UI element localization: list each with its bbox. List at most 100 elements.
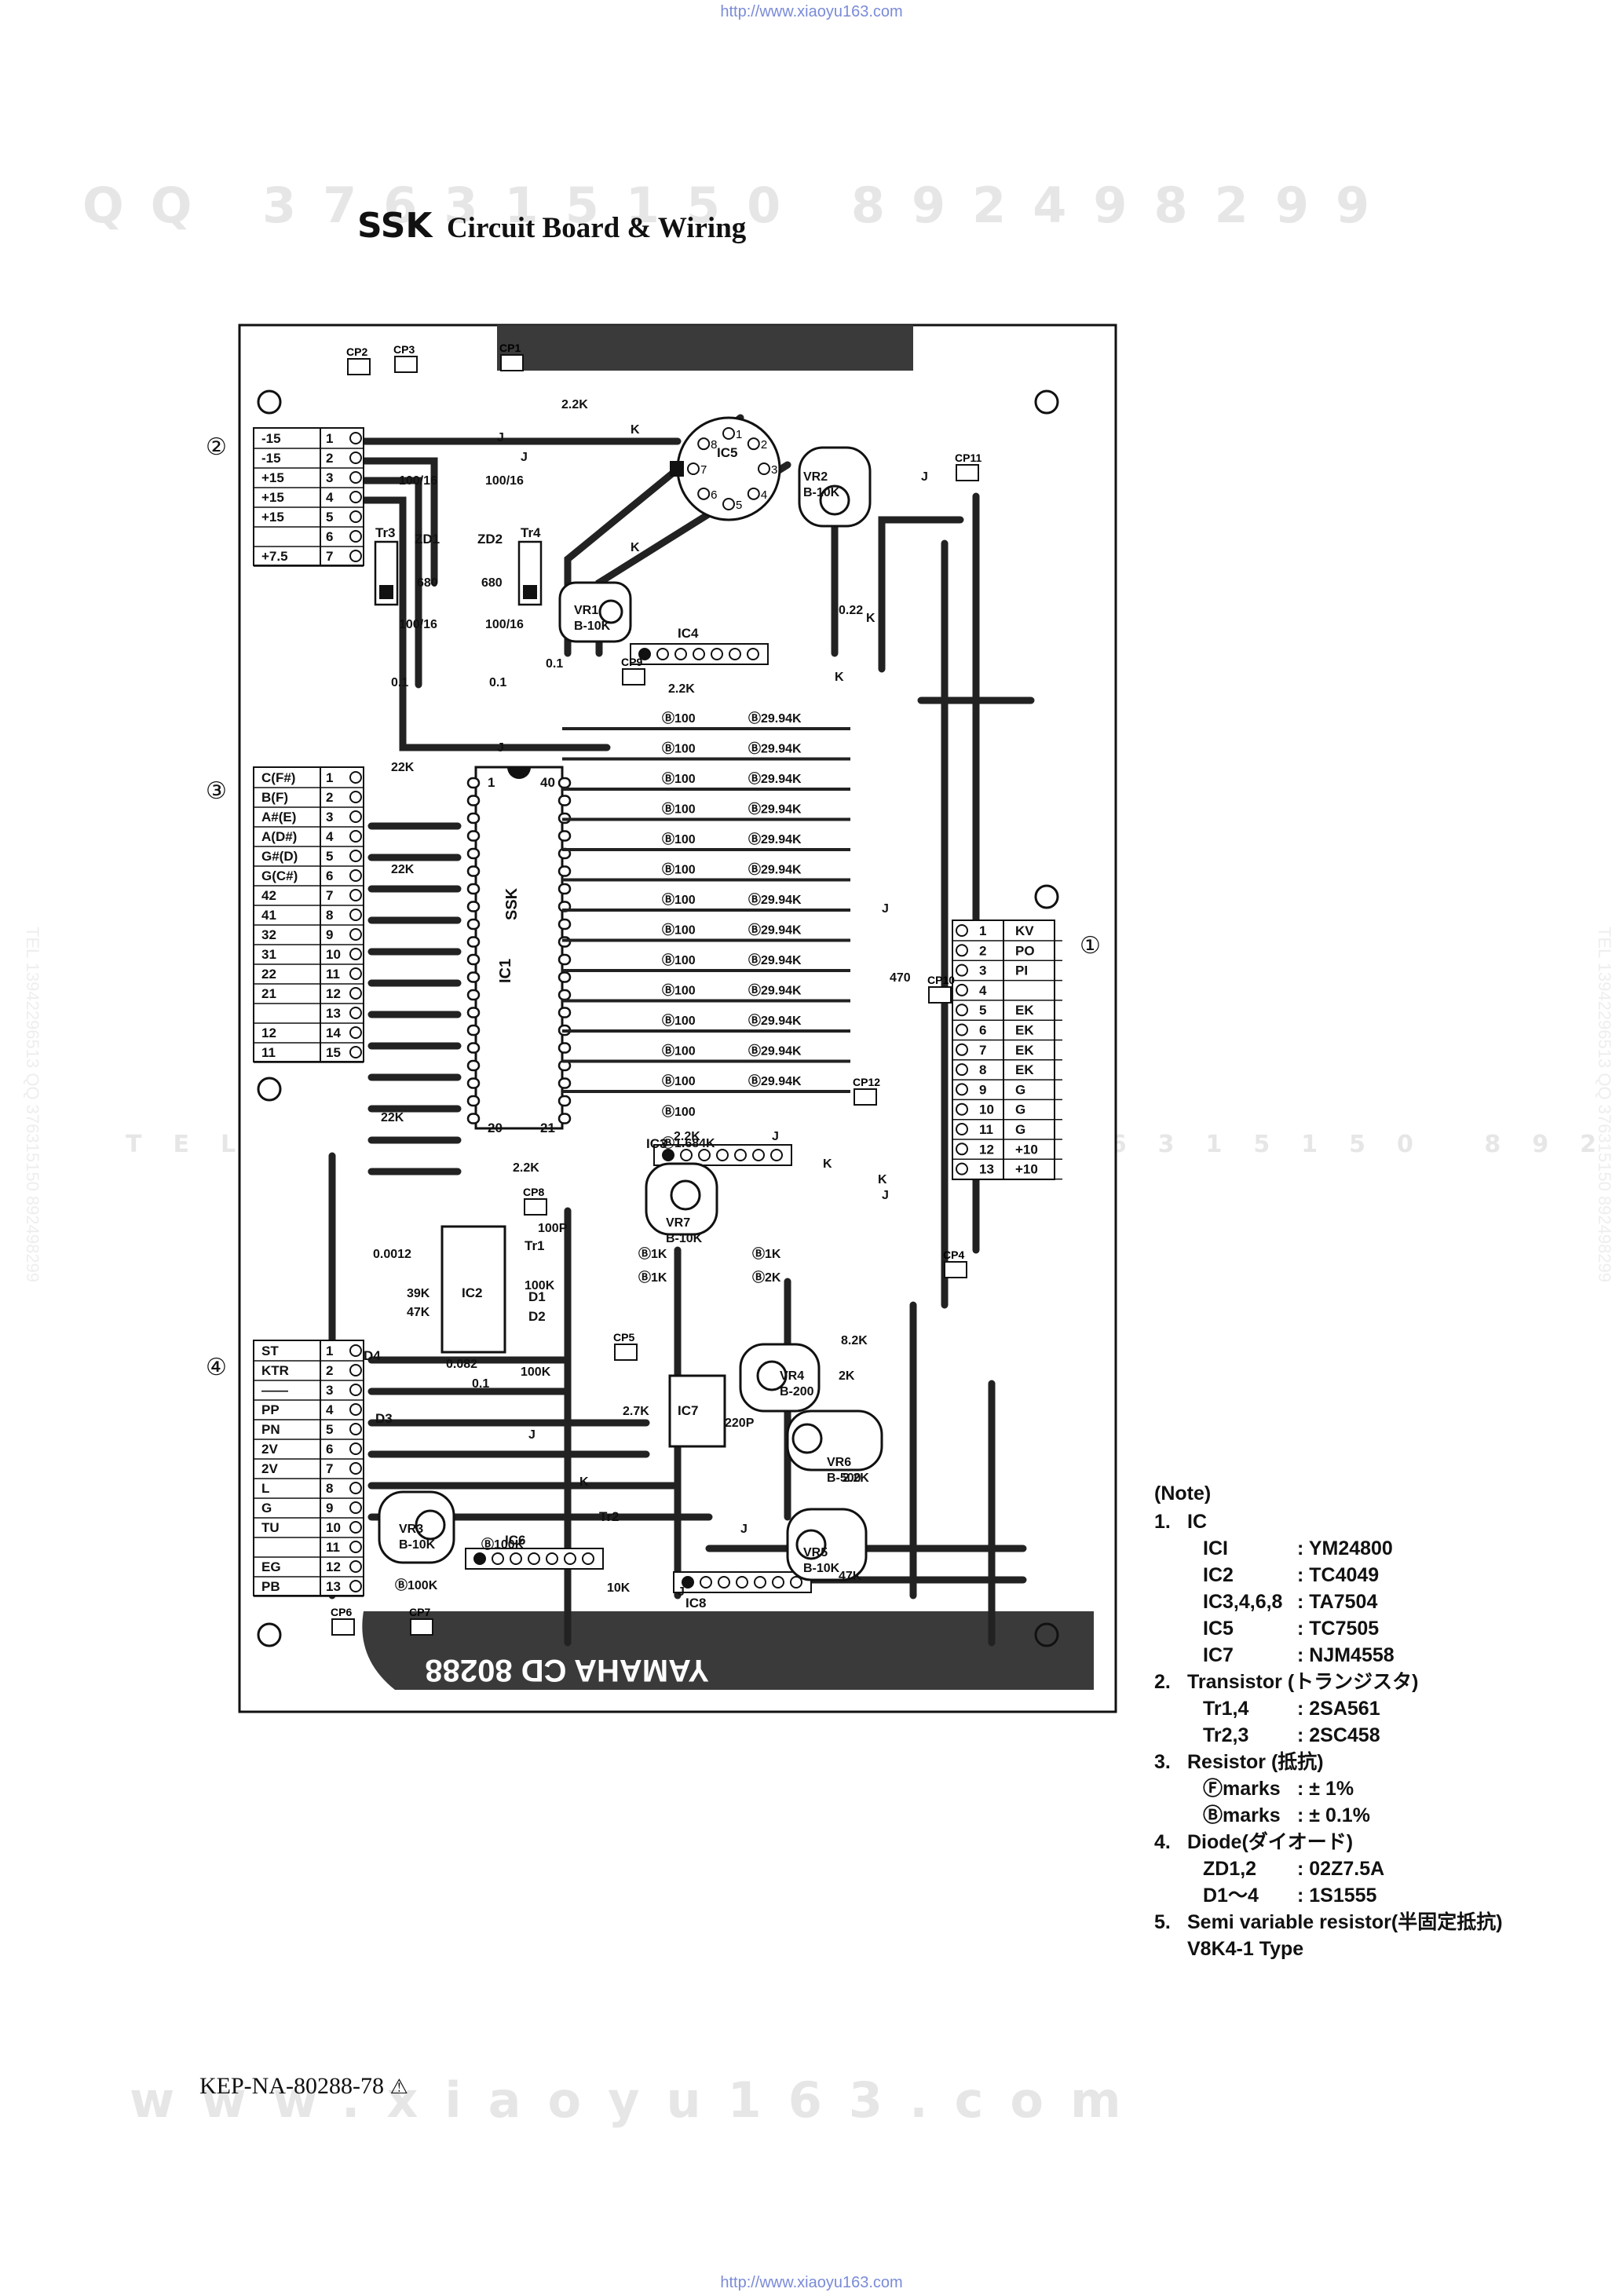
check-point-pad: [394, 356, 418, 373]
component-value-label: 47K: [839, 1570, 862, 1583]
capacitor-k-label: K: [579, 1475, 589, 1489]
connector4-pad: [349, 1403, 362, 1416]
connector4-pin: 11: [326, 1540, 340, 1555]
component-value-label: 220P: [725, 1417, 755, 1430]
connector1-pad: [956, 944, 968, 957]
trimmer-value-label: B-10K: [574, 620, 611, 633]
connector2-label: +15: [261, 470, 284, 485]
connector1-label: EK: [1015, 1023, 1034, 1038]
notes-heading: (Note): [1154, 1483, 1212, 1504]
watermark-side-right: TEL 13942296513 QQ 376315150 892498299: [1595, 927, 1614, 1283]
note-item: 2.Transistor (トランジスタ): [1154, 1669, 1418, 1695]
component-value-label: 2.2K: [513, 1161, 539, 1175]
source-url-top[interactable]: http://www.xiaoyu163.com: [720, 3, 903, 20]
note-spec-key: Ⓑmarks: [1203, 1804, 1281, 1826]
source-url-bottom[interactable]: http://www.xiaoyu163.com: [720, 2274, 903, 2291]
connector4-label: EG: [261, 1559, 281, 1574]
connector3-pin: 11: [326, 967, 340, 982]
sip-pin-pad: [747, 648, 759, 660]
note-spec-value: : 2SC458: [1297, 1724, 1380, 1746]
note-spec-value: : TC7505: [1297, 1618, 1380, 1640]
jumper-label: J: [497, 431, 504, 444]
ic5-pin-pad: [722, 427, 735, 440]
connector4-label: L: [261, 1481, 269, 1496]
jumper-label: J: [921, 470, 928, 484]
ic5-pin-label: 1: [736, 428, 742, 441]
component-value-label: 100/16: [485, 474, 524, 488]
connector-2: [253, 427, 364, 566]
component-value-label: 680: [417, 576, 438, 590]
d2-label: D2: [528, 1309, 546, 1324]
connector1-pad: [956, 1123, 968, 1135]
ic5-pin-pad: [687, 462, 700, 475]
doc-number-text: KEP-NA-80288-78: [199, 2073, 384, 2099]
connector1-pin: 4: [979, 983, 987, 998]
component-value-label: 10K: [607, 1581, 631, 1595]
component-value-label: 22K: [381, 1111, 404, 1124]
connector4-pad: [349, 1482, 362, 1494]
connector3-pad: [349, 771, 362, 784]
connector1-pin: 7: [979, 1043, 986, 1058]
trimmer-vr5: [786, 1508, 868, 1581]
connector3-pin: 1: [326, 770, 333, 785]
connector2-pad: [349, 452, 362, 464]
connector4-label: PP: [261, 1402, 280, 1417]
sip-pin-pad: [564, 1552, 576, 1565]
sip-pin-pad: [729, 648, 741, 660]
check-point-pad: [331, 1618, 355, 1636]
trimmer-value-label: B-10K: [399, 1538, 436, 1552]
sip-pin-pad: [674, 648, 687, 660]
note-item: 1.IC: [1154, 1508, 1211, 1535]
ladder-resistor-right: Ⓑ29.94K: [748, 1073, 802, 1088]
ladder-resistor-left: Ⓑ100: [662, 862, 696, 877]
ic1-pin-1: 1: [488, 775, 495, 790]
watermark-side-left: TEL 13942296513 QQ 376315150 892498299: [23, 927, 42, 1283]
connector2-pad: [349, 432, 362, 444]
component-value-label: 100/16: [399, 474, 437, 488]
connector-marker-3: ③: [206, 778, 227, 804]
connector4-pad: [349, 1344, 362, 1357]
connector-4: [253, 1340, 364, 1596]
note-spec-row: IC5: TC7505: [1154, 1615, 1379, 1642]
connector4-pin: 13: [326, 1579, 341, 1594]
tr2-label: Tr2: [599, 1509, 620, 1524]
connector3-label: 42: [261, 888, 276, 903]
check-point-pad: [854, 1088, 877, 1106]
sip-pin-pad: [510, 1552, 522, 1565]
connector4-pad: [349, 1580, 362, 1592]
connector4-pin: 2: [326, 1363, 333, 1378]
component-value-label: 0.1: [546, 657, 563, 671]
connector1-pin: 5: [979, 1003, 986, 1018]
note-label: Diode(ダイオード): [1187, 1831, 1354, 1853]
ic3-label: IC3: [646, 1136, 667, 1151]
sip-pin-pad: [790, 1576, 802, 1589]
check-point-label: CP1: [499, 342, 521, 354]
connector4-label: PB: [261, 1579, 280, 1594]
ladder-resistor-right: Ⓑ29.94K: [748, 892, 802, 907]
connector2-pin: 2: [326, 451, 333, 466]
connector3-pad: [349, 987, 362, 1000]
connector1-pad: [956, 1043, 968, 1056]
component-value-label: 100P: [538, 1222, 568, 1235]
tr4-label: Tr4: [521, 525, 541, 540]
connector4-pad: [349, 1364, 362, 1377]
sip-pin-pad: [546, 1552, 558, 1565]
note-spec-value: : NJM4558: [1297, 1644, 1395, 1666]
connector-1: [952, 919, 1055, 1180]
ic5-pin-label: 6: [711, 488, 717, 502]
title-subtitle: Circuit Board & Wiring: [446, 212, 747, 244]
component-value-label: Ⓑ1K: [638, 1270, 667, 1285]
connector3-pin: 5: [326, 849, 333, 864]
connector3-label: B(F): [261, 790, 288, 805]
component-value-label: 39K: [407, 1287, 430, 1300]
connector1-label: PI: [1015, 963, 1028, 978]
connector1-label: EK: [1015, 1003, 1034, 1018]
connector2-label: -15: [261, 431, 281, 446]
connector-marker-2: ②: [206, 434, 227, 460]
check-point-label: CP12: [853, 1076, 880, 1088]
connector3-pin: 12: [326, 986, 341, 1001]
trimmer-value-label: B-10K: [666, 1232, 703, 1245]
connector3-pad: [349, 928, 362, 941]
